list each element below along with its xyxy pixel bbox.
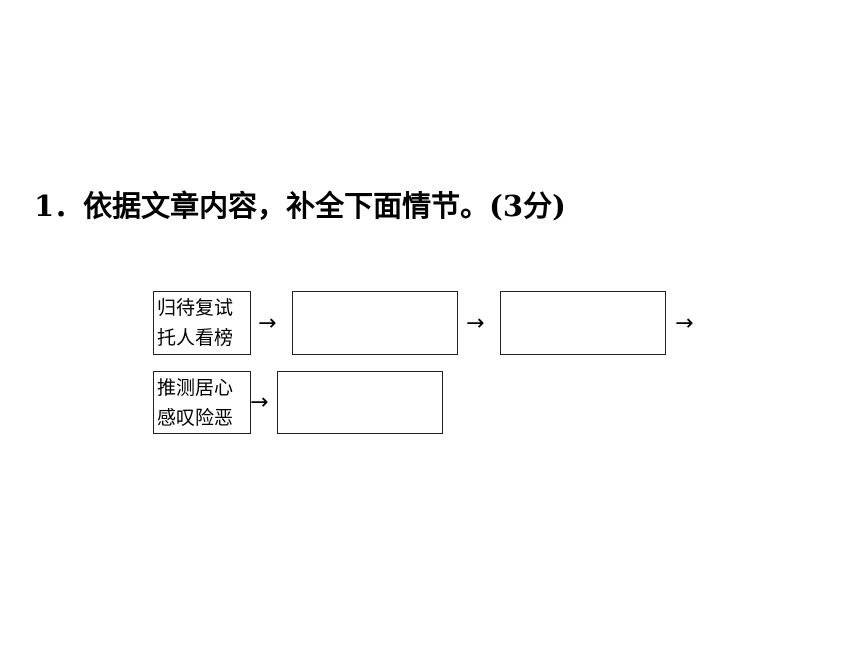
answer-box-1[interactable] bbox=[292, 291, 458, 355]
arrow-2: → bbox=[466, 311, 485, 336]
answer-box-3[interactable] bbox=[277, 371, 443, 434]
plot-box-2: 推测居心 感叹险恶 bbox=[153, 371, 251, 434]
question-title: 1．依据文章内容，补全下面情节。(3分) bbox=[34, 189, 566, 223]
answer-box-2[interactable] bbox=[500, 291, 666, 355]
arrow-3: → bbox=[675, 311, 694, 336]
arrow-4: → bbox=[250, 390, 269, 415]
plot-box-1: 归待复试 托人看榜 bbox=[153, 291, 251, 355]
arrow-1: → bbox=[258, 311, 277, 336]
